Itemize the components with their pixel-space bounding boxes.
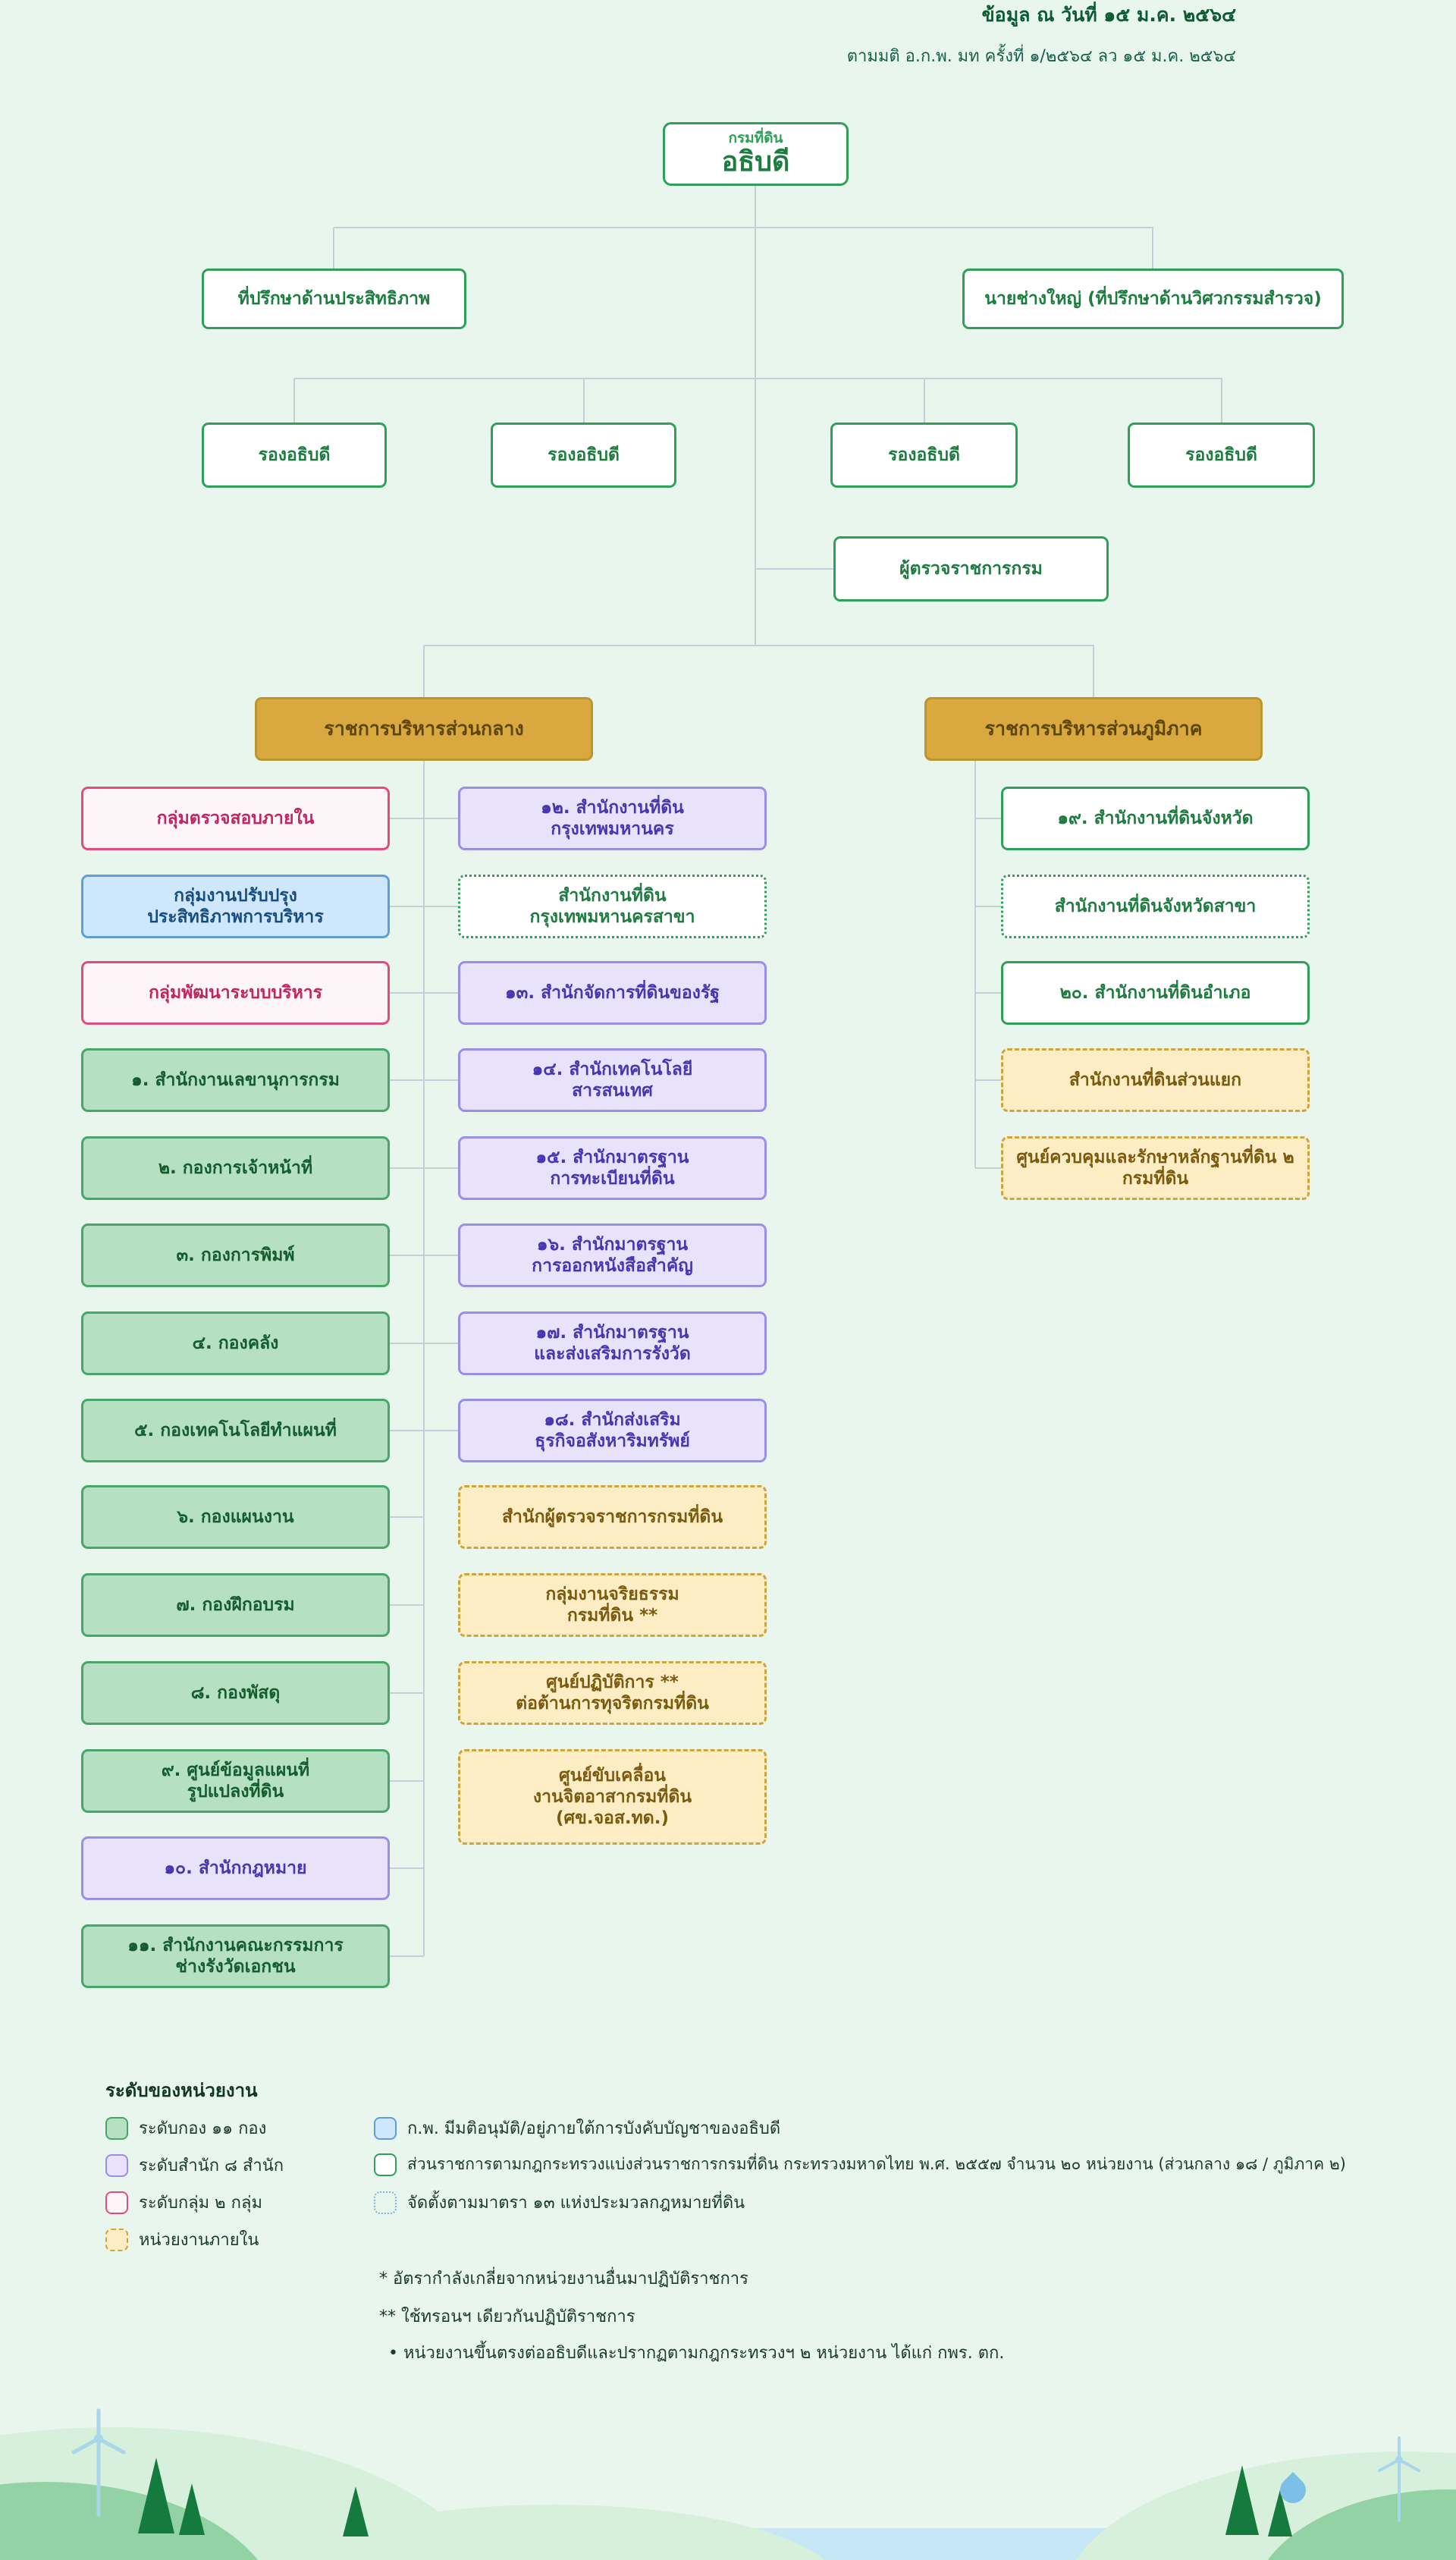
org-node: ๑๑. สำนักงานคณะกรรมการ ช่างรังวัดเอกชน — [81, 1924, 390, 1988]
org-node: ๑๖. สำนักมาตรฐาน การออกหนังสือสำคัญ — [458, 1223, 767, 1287]
legend-label: ส่วนราชการตามกฎกระทรวงแบ่งส่วนราชการกรมท… — [407, 2155, 1346, 2173]
tree-icon — [138, 2458, 174, 2533]
legend-label: ระดับกลุ่ม ๒ กลุ่ม — [139, 2194, 262, 2213]
legend-swatch-outline-green-icon — [374, 2153, 397, 2176]
legend-item: จัดตั้งตามมาตรา ๑๓ แห่งประมวลกฎหมายที่ดิ… — [374, 2189, 745, 2216]
legend-swatch-blue-icon — [374, 2116, 397, 2140]
tree-icon — [1225, 2465, 1259, 2535]
note-double-asterisk: ** ใช้ทรอนฯ เดียวกันปฏิบัติราชการ — [379, 2307, 635, 2326]
resolution-reference: ตามมติ อ.ก.พ. มท ครั้งที่ ๑/๒๕๖๔ ลว ๑๕ ม… — [846, 47, 1236, 66]
legend-item: หน่วยงานภายใน — [105, 2226, 259, 2253]
tree-icon — [179, 2483, 205, 2535]
org-node: ๘. กองพัสดุ — [81, 1661, 390, 1725]
legend-item: ระดับกลุ่ม ๒ กลุ่ม — [105, 2189, 262, 2216]
legend-label: ระดับสำนัก ๘ สำนัก — [139, 2156, 284, 2175]
node-advisor-efficiency: ที่ปรึกษาด้านประสิทธิภาพ — [202, 269, 466, 329]
org-node: ๑๓. สำนักจัดการที่ดินของรัฐ — [458, 961, 767, 1025]
org-node: ๑๒. สำนักงานที่ดิน กรุงเทพมหานคร — [458, 787, 767, 850]
node-deputy-1: รองอธิบดี — [202, 422, 387, 488]
legend-swatch-purple-icon — [105, 2153, 128, 2177]
legend-label: จัดตั้งตามมาตรา ๑๓ แห่งประมวลกฎหมายที่ดิ… — [407, 2194, 745, 2213]
wind-turbine-icon — [71, 2408, 126, 2517]
org-node: ๔. กองคลัง — [81, 1311, 390, 1375]
org-node: ๖. กองแผนงาน — [81, 1485, 390, 1549]
org-node: สำนักงานที่ดิน กรุงเทพมหานครสาขา — [458, 875, 767, 938]
org-node: ศูนย์ขับเคลื่อน งานจิตอาสากรมที่ดิน (ศข.… — [458, 1749, 767, 1845]
org-node: ๑. สำนักงานเลขานุการกรม — [81, 1048, 390, 1112]
node-chief-engineer: นายช่างใหญ่ (ที่ปรึกษาด้านวิศวกรรมสำรวจ) — [962, 269, 1344, 329]
dept-name: กรมที่ดิน — [728, 129, 783, 146]
org-node: ๑๙. สำนักงานที่ดินจังหวัด — [1001, 787, 1310, 850]
org-node: ๓. กองการพิมพ์ — [81, 1223, 390, 1287]
legend-swatch-dotted-icon — [374, 2191, 397, 2214]
node-deputy-4: รองอธิบดี — [1128, 422, 1315, 488]
org-node: สำนักงานที่ดินส่วนแยก — [1001, 1048, 1310, 1112]
org-node: สำนักผู้ตรวจราชการกรมที่ดิน — [458, 1485, 767, 1549]
org-node: ๒. กองการเจ้าหน้าที่ — [81, 1136, 390, 1200]
org-node: กลุ่มตรวจสอบภายใน — [81, 787, 390, 850]
legend-swatch-green-icon — [105, 2116, 128, 2140]
node-deputy-3: รองอธิบดี — [830, 422, 1018, 488]
org-node: ๙. ศูนย์ข้อมูลแผนที่ รูปแปลงที่ดิน — [81, 1749, 390, 1813]
legend-label: ระดับกอง ๑๑ กอง — [139, 2119, 267, 2138]
org-node: กลุ่มงานจริยธรรม กรมที่ดิน ** — [458, 1573, 767, 1637]
note-asterisk: * อัตรากำลังเกลี่ยจากหน่วยงานอื่นมาปฏิบั… — [379, 2269, 748, 2288]
node-central-administration: ราชการบริหารส่วนกลาง — [255, 697, 593, 761]
footer-date-block: ข้อมูล ณ วันที่ ๑๕ ม.ค. ๒๕๖๔ ตามมติ อ.ก.… — [705, 0, 1236, 69]
legend-label: ก.พ. มีมติอนุมัติ/อยู่ภายใต้การบังคับบัญ… — [407, 2119, 781, 2138]
node-inspector-general: ผู้ตรวจราชการกรม — [833, 536, 1109, 602]
org-node: ๕. กองเทคโนโลยีทำแผนที่ — [81, 1399, 390, 1462]
org-node: ๑๘. สำนักส่งเสริม ธุรกิจอสังหาริมทรัพย์ — [458, 1399, 767, 1462]
node-regional-administration: ราชการบริหารส่วนภูมิภาค — [924, 697, 1263, 761]
org-node: กลุ่มพัฒนาระบบบริหาร — [81, 961, 390, 1025]
org-node: ๑๔. สำนักเทคโนโลยี สารสนเทศ — [458, 1048, 767, 1112]
org-node: ๑๐. สำนักกฎหมาย — [81, 1836, 390, 1900]
legend-item: ส่วนราชการตามกฎกระทรวงแบ่งส่วนราชการกรมท… — [374, 2152, 1346, 2177]
node-director-general: กรมที่ดิน อธิบดี — [663, 122, 849, 186]
org-node: ๒๐. สำนักงานที่ดินอำเภอ — [1001, 961, 1310, 1025]
director-title: อธิบดี — [721, 146, 790, 177]
legend-item: ระดับกอง ๑๑ กอง — [105, 2115, 266, 2141]
org-node: กลุ่มงานปรับปรุง ประสิทธิภาพการบริหาร — [81, 875, 390, 938]
legend-swatch-pink-icon — [105, 2191, 128, 2214]
legend-label: หน่วยงานภายใน — [139, 2231, 259, 2250]
node-deputy-2: รองอธิบดี — [491, 422, 676, 488]
org-node: สำนักงานที่ดินจังหวัดสาขา — [1001, 875, 1310, 938]
org-node: ๗. กองฝึกอบรม — [81, 1573, 390, 1637]
org-node: ๑๕. สำนักมาตรฐาน การทะเบียนที่ดิน — [458, 1136, 767, 1200]
org-node: ๑๗. สำนักมาตรฐาน และส่งเสริมการรังวัด — [458, 1311, 767, 1375]
org-node: ศูนย์ควบคุมและรักษาหลักฐานที่ดิน ๒ กรมที… — [1001, 1136, 1310, 1200]
note-bullet: • หน่วยงานขึ้นตรงต่ออธิบดีและปรากฏตามกฎก… — [388, 2344, 1005, 2363]
data-as-of-date: ข้อมูล ณ วันที่ ๑๕ ม.ค. ๒๕๖๔ — [981, 4, 1236, 26]
legend-swatch-tan-icon — [105, 2228, 128, 2251]
legend-item: ก.พ. มีมติอนุมัติ/อยู่ภายใต้การบังคับบัญ… — [374, 2115, 780, 2141]
legend-title: ระดับของหน่วยงาน — [105, 2080, 258, 2101]
org-node: ศูนย์ปฏิบัติการ ** ต่อต้านการทุจริตกรมที… — [458, 1661, 767, 1725]
wind-turbine-icon — [1378, 2436, 1420, 2522]
legend-item: ระดับสำนัก ๘ สำนัก — [105, 2152, 284, 2178]
tree-icon — [343, 2486, 369, 2536]
